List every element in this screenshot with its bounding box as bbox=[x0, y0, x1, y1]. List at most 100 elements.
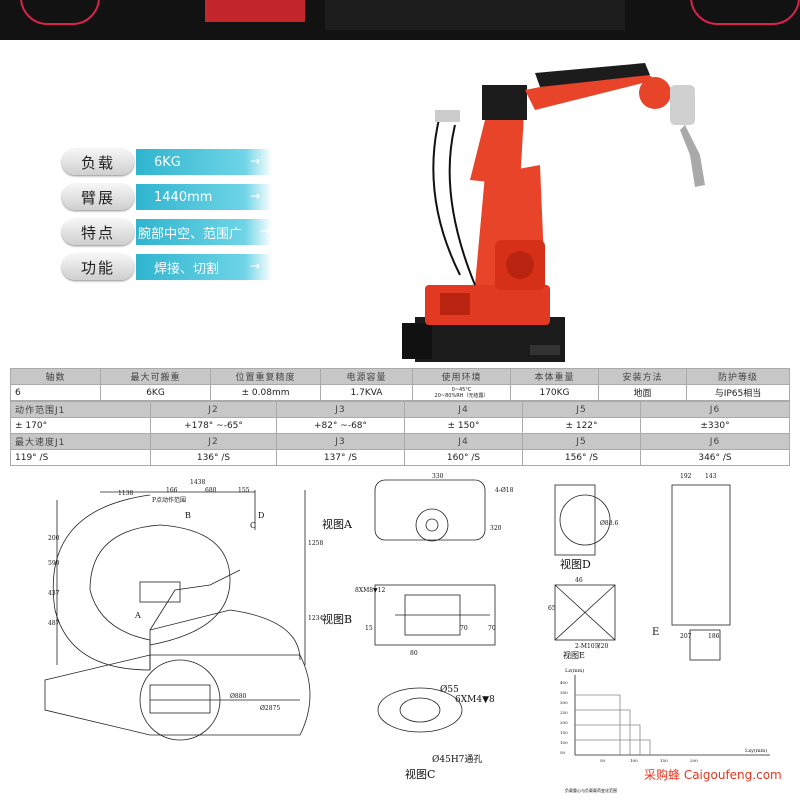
dim-label: 1438 bbox=[190, 479, 205, 486]
spec-value: 腕部中空、范围广→ bbox=[136, 219, 272, 245]
spec-key: 负载 bbox=[62, 149, 134, 175]
table-header-cell: 电源容量 bbox=[320, 368, 413, 385]
dim-label: 680 bbox=[205, 487, 217, 494]
table-header-cell: J4 bbox=[404, 433, 523, 450]
table-cell: 156° /S bbox=[522, 449, 641, 466]
dim-label: 487 bbox=[48, 620, 60, 627]
table-header-cell: 最大可搬重 bbox=[100, 368, 211, 385]
arrow-right-icon: → bbox=[259, 224, 270, 238]
watermark-text: 采购蜂 Caigoufeng.com bbox=[644, 768, 782, 782]
dim-label: Ø2875 bbox=[260, 705, 280, 712]
table-header-cell: J3 bbox=[276, 401, 405, 418]
dim-label: 207 bbox=[680, 633, 692, 640]
table-header-cell: 动作范围J1 bbox=[10, 401, 151, 418]
dim-label: 6XM4▼8 bbox=[455, 695, 495, 705]
chart-axis-label: Lxy(mm) bbox=[745, 747, 767, 754]
table-cell: 地面 bbox=[598, 384, 687, 401]
table-header-cell: J2 bbox=[150, 433, 277, 450]
env-temp: 0~45°C bbox=[451, 386, 472, 393]
table-row: 119° /S 136° /S 137° /S 160° /S 156° /S … bbox=[10, 449, 790, 466]
dim-label: 590 bbox=[48, 560, 60, 567]
table-header-cell: J2 bbox=[150, 401, 277, 418]
chart-tick: 150 bbox=[660, 758, 668, 763]
chart-tick: 250 bbox=[560, 710, 568, 715]
view-label: 视图B bbox=[322, 612, 352, 626]
dim-label: 437 bbox=[48, 590, 60, 597]
chart-tick: 400 bbox=[560, 680, 568, 685]
dim-label: 200 bbox=[48, 535, 60, 542]
dim-label: 166 bbox=[166, 487, 178, 494]
arrow-right-icon: → bbox=[249, 189, 260, 203]
table-header-cell: J4 bbox=[404, 401, 523, 418]
table-header-row: 轴数 最大可搬重 位置重复精度 电源容量 使用环境 本体重量 安装方法 防护等级 bbox=[10, 368, 790, 385]
dim-label: 65 bbox=[548, 605, 556, 612]
dim-label: Ø45H7通孔 bbox=[432, 754, 482, 765]
dim-label: 330 bbox=[432, 473, 444, 480]
dim-label: Ø880 bbox=[230, 693, 247, 700]
table-cell: 170KG bbox=[510, 384, 599, 401]
chart-tick: 50 bbox=[560, 750, 566, 755]
table-header-cell: 使用环境 bbox=[412, 368, 511, 385]
table-cell: 119° /S bbox=[10, 449, 151, 466]
chart-tick: 200 bbox=[690, 758, 698, 763]
table-cell: 160° /S bbox=[404, 449, 523, 466]
point-label: A bbox=[134, 611, 141, 620]
table-cell: 137° /S bbox=[276, 449, 405, 466]
table-header-cell: 最大速度J1 bbox=[10, 433, 151, 450]
table-header-cell: 位置重复精度 bbox=[210, 368, 321, 385]
table-cell: ± 170° bbox=[10, 417, 151, 434]
chart-caption: 负载重心与负载载荷变化范围 bbox=[565, 787, 617, 793]
env-humidity: 20~80%RH（无结露） bbox=[434, 392, 489, 399]
spec-value: 1440mm→ bbox=[136, 184, 272, 210]
chart-axis-label: Lz(mm) bbox=[565, 667, 584, 674]
dim-label: 192 bbox=[680, 473, 692, 480]
point-label: C bbox=[250, 521, 256, 530]
view-label: E bbox=[652, 627, 659, 638]
table-header-cell: 安装方法 bbox=[598, 368, 687, 385]
spec-key: 功能 bbox=[62, 254, 134, 280]
table-cell: +178° ~-65° bbox=[150, 417, 277, 434]
table-header-cell: 本体重量 bbox=[510, 368, 599, 385]
table-row: ± 170° +178° ~-65° +82° ~-68° ± 150° ± 1… bbox=[10, 417, 790, 434]
spec-row-function: 功能 焊接、切割→ bbox=[62, 253, 272, 281]
top-banner-image bbox=[0, 0, 800, 40]
spec-row-reach: 臂展 1440mm→ bbox=[62, 183, 272, 211]
technical-drawings: 1438 1138 166 680 155 200 590 437 487 12… bbox=[44, 473, 770, 793]
dim-label: 70 bbox=[460, 625, 468, 632]
table-cell: 6 bbox=[10, 384, 101, 401]
spec-row-feature: 特点 腕部中空、范围广→ bbox=[62, 218, 272, 246]
spec-value: 6KG→ bbox=[136, 149, 272, 175]
dim-label: 8XM8▼12 bbox=[355, 587, 385, 594]
table-row: 6 6KG ± 0.08mm 1.7KVA 0~45°C 20~80%RH（无结… bbox=[10, 384, 790, 401]
dim-label: 186 bbox=[708, 633, 720, 640]
table-header-cell: J6 bbox=[640, 401, 790, 418]
spec-value: 焊接、切割→ bbox=[136, 254, 272, 280]
dim-label: 80 bbox=[410, 650, 418, 657]
spec-key: 臂展 bbox=[62, 184, 134, 210]
dim-label: 155 bbox=[238, 487, 250, 494]
spec-table-range: 动作范围J1 J2 J3 J4 J5 J6 ± 170° +178° ~-65°… bbox=[10, 401, 790, 466]
table-cell: 346° /S bbox=[640, 449, 790, 466]
point-label: D bbox=[258, 511, 264, 520]
dim-label: 1234 bbox=[308, 615, 323, 622]
chart-tick: 150 bbox=[560, 730, 568, 735]
dim-label: 1258 bbox=[308, 540, 323, 547]
spec-table: 轴数 最大可搬重 位置重复精度 电源容量 使用环境 本体重量 安装方法 防护等级… bbox=[10, 368, 790, 401]
table-cell: ± 122° bbox=[522, 417, 641, 434]
dim-label: 4-Ø18 bbox=[495, 487, 514, 494]
table-cell: ±330° bbox=[640, 417, 790, 434]
chart-tick: 200 bbox=[560, 720, 568, 725]
table-header-cell: J3 bbox=[276, 433, 405, 450]
table-header-row: 动作范围J1 J2 J3 J4 J5 J6 bbox=[10, 401, 790, 418]
dim-label: 2-M10深20 bbox=[575, 642, 608, 650]
dim-label: 70 bbox=[488, 625, 496, 632]
table-header-cell: J5 bbox=[522, 401, 641, 418]
welding-robot-image bbox=[402, 63, 705, 362]
spec-key: 特点 bbox=[62, 219, 134, 245]
chart-tick: 100 bbox=[630, 758, 638, 763]
table-header-cell: J5 bbox=[522, 433, 641, 450]
arrow-right-icon: → bbox=[249, 154, 260, 168]
view-label: 视图D bbox=[560, 557, 591, 571]
view-label: 视图C bbox=[405, 767, 435, 781]
